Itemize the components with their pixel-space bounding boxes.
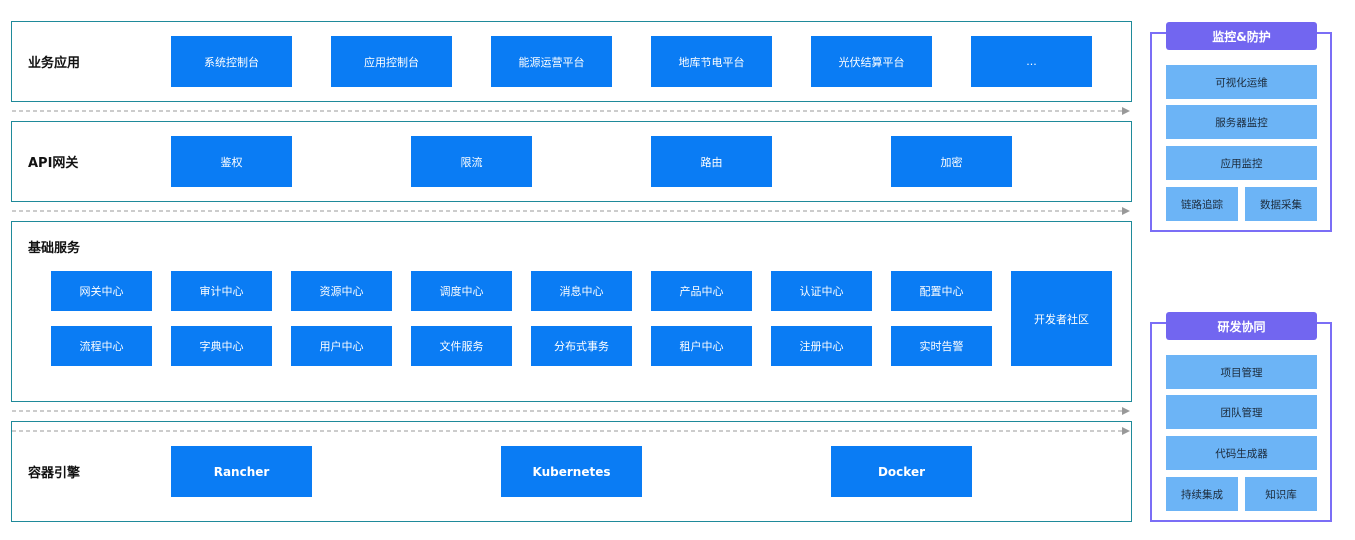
app-box: 地库节电平台 bbox=[651, 36, 772, 87]
service-box: 网关中心 bbox=[51, 271, 152, 311]
service-box: 调度中心 bbox=[411, 271, 512, 311]
monitor-item: 服务器监控 bbox=[1166, 105, 1317, 139]
layer-basic-services bbox=[11, 221, 1132, 402]
service-box: 字典中心 bbox=[171, 326, 272, 366]
collab-panel-title: 研发协同 bbox=[1166, 312, 1317, 340]
service-box: 认证中心 bbox=[771, 271, 872, 311]
collab-item: 团队管理 bbox=[1166, 395, 1317, 429]
service-box: 用户中心 bbox=[291, 326, 392, 366]
collab-item: 持续集成 bbox=[1166, 477, 1238, 511]
gateway-box: 路由 bbox=[651, 136, 772, 187]
layer-title-apps: 业务应用 bbox=[28, 56, 81, 71]
service-box: 分布式事务 bbox=[531, 326, 632, 366]
monitor-item: 可视化运维 bbox=[1166, 65, 1317, 99]
layer-title-services: 基础服务 bbox=[28, 241, 81, 256]
service-box: 租户中心 bbox=[651, 326, 752, 366]
dashed-arrow bbox=[12, 107, 1130, 115]
dashed-arrow bbox=[12, 427, 1130, 435]
service-box: 实时告警 bbox=[891, 326, 992, 366]
developer-community-box: 开发者社区 bbox=[1011, 271, 1112, 366]
monitor-item: 链路追踪 bbox=[1166, 187, 1238, 221]
app-box: 系统控制台 bbox=[171, 36, 292, 87]
service-box: 流程中心 bbox=[51, 326, 152, 366]
dashed-arrow bbox=[12, 207, 1130, 215]
gateway-box: 加密 bbox=[891, 136, 1012, 187]
dashed-arrow bbox=[12, 407, 1130, 415]
layer-title-engine: 容器引擎 bbox=[28, 466, 81, 481]
app-box: 应用控制台 bbox=[331, 36, 452, 87]
app-box: 光伏结算平台 bbox=[811, 36, 932, 87]
app-box-more: ... bbox=[971, 36, 1092, 87]
collab-item: 项目管理 bbox=[1166, 355, 1317, 389]
service-box: 资源中心 bbox=[291, 271, 392, 311]
engine-box: Docker bbox=[831, 446, 972, 497]
app-box: 能源运营平台 bbox=[491, 36, 612, 87]
service-box: 产品中心 bbox=[651, 271, 752, 311]
monitor-item: 数据采集 bbox=[1245, 187, 1317, 221]
monitor-item: 应用监控 bbox=[1166, 146, 1317, 180]
service-box: 消息中心 bbox=[531, 271, 632, 311]
service-box: 审计中心 bbox=[171, 271, 272, 311]
engine-box: Rancher bbox=[171, 446, 312, 497]
service-box: 注册中心 bbox=[771, 326, 872, 366]
service-box: 配置中心 bbox=[891, 271, 992, 311]
gateway-box: 限流 bbox=[411, 136, 532, 187]
gateway-box: 鉴权 bbox=[171, 136, 292, 187]
service-box: 文件服务 bbox=[411, 326, 512, 366]
layer-title-gateway: API网关 bbox=[28, 156, 79, 171]
collab-item: 代码生成器 bbox=[1166, 436, 1317, 470]
collab-item: 知识库 bbox=[1245, 477, 1317, 511]
engine-box: Kubernetes bbox=[501, 446, 642, 497]
monitor-panel-title: 监控&防护 bbox=[1166, 22, 1317, 50]
